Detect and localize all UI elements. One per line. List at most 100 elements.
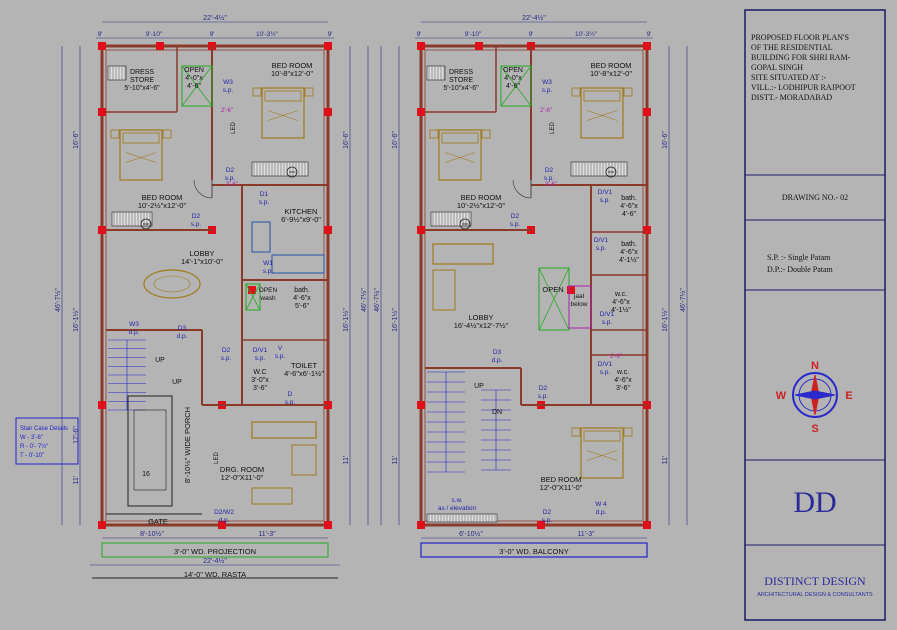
window-w1-tag: W1 xyxy=(263,260,273,267)
overall-width-dim: 22'-4½" xyxy=(522,14,546,22)
sofa-side xyxy=(432,269,456,311)
side-table xyxy=(252,87,262,97)
bath-label: 4'-6" xyxy=(622,211,636,218)
fan-circle xyxy=(605,166,617,178)
door-dv1-tag: s.p. xyxy=(596,245,607,252)
window-w3-tag: s.p. xyxy=(223,87,234,94)
column xyxy=(324,226,332,234)
small-dim: 2'-6" xyxy=(221,108,233,114)
stair-up-label: UP xyxy=(474,383,484,390)
column xyxy=(643,226,651,234)
bottom-dim: 6'-10½" xyxy=(459,530,483,538)
top-dim: 9'-10" xyxy=(465,31,482,38)
door-d2-tag: D2 xyxy=(222,347,231,354)
title-block: PROPOSED FLOOR PLAN'SOF THE RESIDENTIALB… xyxy=(744,9,886,621)
left-dim: 16'-1½" xyxy=(72,308,80,332)
open-shaft-cross xyxy=(181,65,213,107)
top-dim: 9' xyxy=(328,31,333,38)
title-line: BUILDING FOR SHRI RAM- xyxy=(751,53,851,62)
bed-frame xyxy=(580,427,624,479)
title-line: VILL.:- LODHIPUR RAJPOOT xyxy=(751,83,856,92)
overall-depth-dim: 46'-7½" xyxy=(54,288,62,312)
stair-up-label: UP xyxy=(155,357,165,364)
car-outline xyxy=(127,395,173,507)
bed-frame xyxy=(580,87,624,139)
compass-e: E xyxy=(845,390,852,402)
bed-sheet xyxy=(267,110,299,121)
bottom-dim: 11'-3" xyxy=(577,531,595,538)
wc-label: 3'-6" xyxy=(253,385,267,392)
door-d1-tag: D1 xyxy=(260,191,269,198)
sofa-side xyxy=(291,444,317,476)
door-d-tag: D xyxy=(288,391,293,398)
stair-up-label: UP xyxy=(172,379,182,386)
door-dv1-tag: s.p. xyxy=(255,355,266,362)
top-dim: 10'-3½" xyxy=(575,30,598,38)
door-d3-tag: D3 xyxy=(493,349,502,356)
right-dim: 16'-1½" xyxy=(661,308,669,332)
bath-label: bath. xyxy=(294,287,310,294)
bath-label: bath. xyxy=(621,195,637,202)
overall-width-dim: 22'-4½" xyxy=(203,14,227,22)
bed-furniture xyxy=(571,87,633,139)
compass-needle-ew xyxy=(794,390,836,400)
left-dim: 16'-1½" xyxy=(391,308,399,332)
door-window-tag: D2/W2 xyxy=(214,509,234,516)
overall-depth-dim: 46'-7½" xyxy=(679,288,687,312)
bath-label: 4'-6"x xyxy=(620,249,638,256)
wc-label: w.c. xyxy=(614,291,627,298)
column xyxy=(218,521,226,529)
door-dv1-tag: D/V1 xyxy=(594,237,609,244)
bed-room-left-label: 10'-2½"x12'-0" xyxy=(457,201,506,210)
small-dim: 2'-6" xyxy=(540,108,552,114)
top-dim: 10'-3½" xyxy=(256,30,279,38)
car-number: 16 xyxy=(142,471,150,478)
drawing-room-label: 12'-0"X11'-0" xyxy=(221,473,264,482)
door-dv1-tag: D/V1 xyxy=(253,347,268,354)
door-d2-tag: s.p. xyxy=(225,175,236,182)
column xyxy=(156,42,164,50)
brand-subtitle: ARCHITECTURAL DESIGN & CONSULTANTS xyxy=(757,592,873,598)
column xyxy=(417,521,425,529)
left-dim: 11' xyxy=(73,476,80,485)
bed-sheet xyxy=(125,152,157,163)
toilet-label: TOILET xyxy=(291,361,318,370)
bed-room-top-label: 10'-8"x12'-0" xyxy=(590,69,632,78)
open-shaft-label: 4'-0"x xyxy=(504,75,522,82)
door-d2-tag: D2 xyxy=(545,167,554,174)
wardrobe xyxy=(107,65,127,81)
dress-store-label: STORE xyxy=(449,77,473,84)
stair-details-text: Stair Case Details xyxy=(20,426,68,432)
stair-details-box xyxy=(15,417,79,465)
door-d2-tag: s.p. xyxy=(191,221,202,228)
stair-down-label: DN xyxy=(492,409,502,416)
bottom-dim: 11'-3" xyxy=(258,531,276,538)
wc-label: w.c. xyxy=(616,369,629,376)
side-table xyxy=(571,427,581,437)
balcony-outline xyxy=(420,542,648,558)
kitchen-counter xyxy=(271,254,325,274)
column xyxy=(417,401,425,409)
wardrobe xyxy=(251,161,309,177)
right-dim: 16'-6" xyxy=(343,131,350,149)
bed-pillow xyxy=(441,132,479,144)
title-frame xyxy=(744,9,886,621)
bed-frame xyxy=(119,129,163,181)
wardrobe-box xyxy=(251,161,309,177)
wardrobe-box xyxy=(570,161,628,177)
projection-label: 3'-0" WD. PROJECTION xyxy=(174,547,256,556)
open-label: OPEN xyxy=(542,285,563,294)
left-dim: 16'-6" xyxy=(73,131,80,149)
bed-frame xyxy=(438,129,482,181)
window-w3-tag: s.p. xyxy=(542,87,553,94)
armchairs xyxy=(251,487,293,505)
door-arc xyxy=(512,179,532,199)
title-line: SITE SITUATED AT :- xyxy=(751,73,827,82)
left-dim: 16'-6" xyxy=(392,131,399,149)
bed-room-top-label: BED ROOM xyxy=(272,61,313,70)
bed-sheet xyxy=(586,110,618,121)
jaal-label: jaal xyxy=(573,293,585,300)
ventilator-v-tag: V xyxy=(278,345,283,352)
dress-store-label: 5'-10"x4'-6" xyxy=(124,85,160,92)
